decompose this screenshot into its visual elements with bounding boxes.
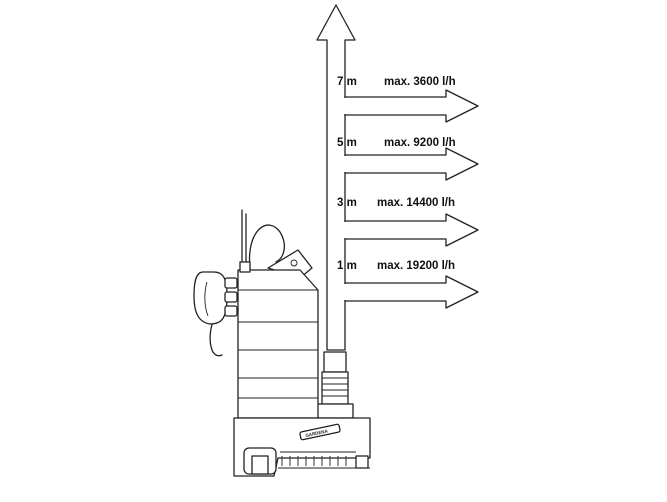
height-label-7m: 7 m [337, 76, 357, 88]
svg-text:GARDENA: GARDENA [305, 428, 329, 438]
outflow-arrow-3m [343, 213, 479, 247]
float-switch [193, 271, 238, 325]
height-label-1m: 1 m [337, 260, 357, 272]
submersible-pump: GARDENA [193, 209, 371, 477]
height-label-3m: 3 m [337, 197, 357, 209]
flow-label-7m: max. 3600 l/h [384, 76, 456, 88]
outflow-arrow-7m [343, 89, 479, 123]
outflow-arrow-5m [343, 147, 479, 181]
outlet-connector [316, 351, 354, 419]
flow-label-3m: max. 14400 l/h [377, 197, 455, 209]
gardena-logo: GARDENA [299, 423, 341, 441]
height-label-5m: 5 m [337, 137, 357, 149]
outflow-arrow-1m [343, 275, 479, 309]
flow-label-5m: max. 9200 l/h [384, 137, 456, 149]
pump-base [233, 417, 371, 477]
flow-label-1m: max. 19200 l/h [377, 260, 455, 272]
